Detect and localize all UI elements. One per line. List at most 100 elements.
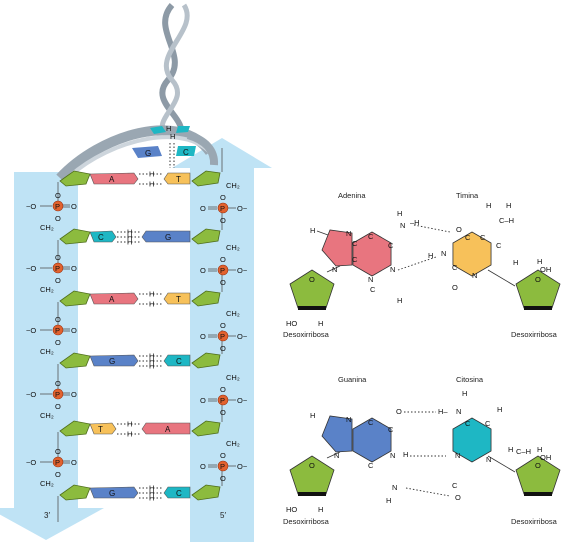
svg-text:O: O [55, 276, 61, 285]
svg-text:CH₂: CH₂ [226, 243, 240, 252]
top-base-c-label: C [183, 148, 189, 157]
thymine-hexagon [452, 231, 492, 277]
strand-end-3-label: 3′ [44, 511, 50, 520]
svg-text:O: O [309, 461, 315, 470]
svg-text:−O: −O [26, 458, 36, 467]
svg-text:HO: HO [286, 319, 297, 328]
svg-text:–H: –H [410, 218, 420, 227]
svg-text:H: H [170, 132, 175, 141]
svg-text:CH₂: CH₂ [40, 223, 54, 232]
svg-text:O: O [396, 407, 402, 416]
svg-text:N: N [392, 483, 397, 492]
guanine-label: Guanina [338, 375, 367, 384]
svg-text:N: N [346, 229, 351, 238]
svg-text:H: H [537, 257, 542, 266]
svg-text:H: H [497, 405, 502, 414]
at-sugar-right-label: Desoxirribosa [511, 330, 558, 339]
right-base-label: T [176, 295, 181, 304]
svg-text:N: N [486, 455, 491, 464]
svg-text:O: O [71, 458, 77, 467]
svg-text:N: N [456, 407, 461, 416]
svg-text:O: O [55, 402, 61, 411]
svg-text:P: P [55, 458, 60, 467]
h-bond-label: H [149, 357, 154, 366]
svg-text:O: O [71, 202, 77, 211]
svg-text:O: O [220, 344, 226, 353]
at-sugar-left-label: Desoxirribosa [283, 330, 330, 339]
right-base-label: T [176, 175, 181, 184]
svg-text:O: O [456, 225, 462, 234]
svg-text:O: O [309, 275, 315, 284]
svg-text:H: H [166, 124, 171, 133]
svg-text:H: H [428, 251, 433, 260]
svg-text:C: C [465, 233, 471, 242]
svg-text:CH₂: CH₂ [226, 309, 240, 318]
svg-text:C: C [485, 419, 491, 428]
right-base-label: A [165, 425, 171, 434]
left-base-label: G [109, 489, 115, 498]
svg-text:HO: HO [286, 505, 297, 514]
svg-text:O: O [455, 493, 461, 502]
h-bond-label: H [149, 484, 154, 493]
svg-text:H: H [508, 445, 513, 454]
thymine-label: Timina [456, 191, 479, 200]
svg-text:CH₂: CH₂ [40, 347, 54, 356]
adenine-pentagon [321, 229, 353, 267]
right-base-label: G [165, 233, 171, 242]
svg-text:H: H [318, 319, 323, 328]
svg-text:O: O [200, 396, 206, 405]
left-base [89, 172, 139, 185]
svg-text:C: C [368, 418, 374, 427]
h-bond-label: H [149, 170, 154, 179]
h-bond-label: H [149, 489, 154, 498]
svg-text:O: O [220, 321, 226, 330]
svg-text:O: O [55, 447, 61, 456]
svg-text:O−: O− [237, 396, 248, 405]
svg-text:H: H [318, 505, 323, 514]
svg-text:O: O [71, 264, 77, 273]
svg-text:O: O [55, 315, 61, 324]
svg-text:−O: −O [26, 264, 36, 273]
left-base-label: G [109, 357, 115, 366]
svg-text:H: H [462, 389, 467, 398]
svg-text:O: O [55, 338, 61, 347]
svg-text:N: N [455, 451, 460, 460]
svg-text:H: H [537, 445, 542, 454]
svg-text:OH: OH [540, 265, 551, 274]
svg-text:P: P [220, 204, 225, 213]
svg-text:P: P [220, 462, 225, 471]
svg-text:C: C [388, 425, 394, 434]
svg-text:CH₂: CH₂ [226, 181, 240, 190]
svg-text:P: P [55, 326, 60, 335]
guanine-pentagon [321, 415, 353, 453]
svg-text:N: N [332, 265, 337, 274]
svg-text:−O: −O [26, 326, 36, 335]
right-base [141, 422, 191, 435]
svg-text:O−: O− [237, 204, 248, 213]
svg-text:P: P [220, 332, 225, 341]
svg-text:O: O [71, 390, 77, 399]
svg-text:P: P [55, 390, 60, 399]
svg-text:CH₂: CH₂ [40, 479, 54, 488]
svg-text:C: C [452, 263, 458, 272]
adenine-hexagon [352, 231, 392, 277]
svg-text:O: O [220, 255, 226, 264]
svg-text:H: H [310, 226, 315, 235]
deoxyribose-ring [289, 455, 335, 495]
svg-text:C: C [352, 255, 358, 264]
svg-text:N: N [400, 221, 405, 230]
helix-top-pairs: H H G C [132, 124, 196, 168]
right-base [163, 292, 191, 305]
svg-text:H: H [486, 201, 491, 210]
svg-text:C–H: C–H [499, 216, 514, 225]
svg-text:H: H [397, 209, 402, 218]
